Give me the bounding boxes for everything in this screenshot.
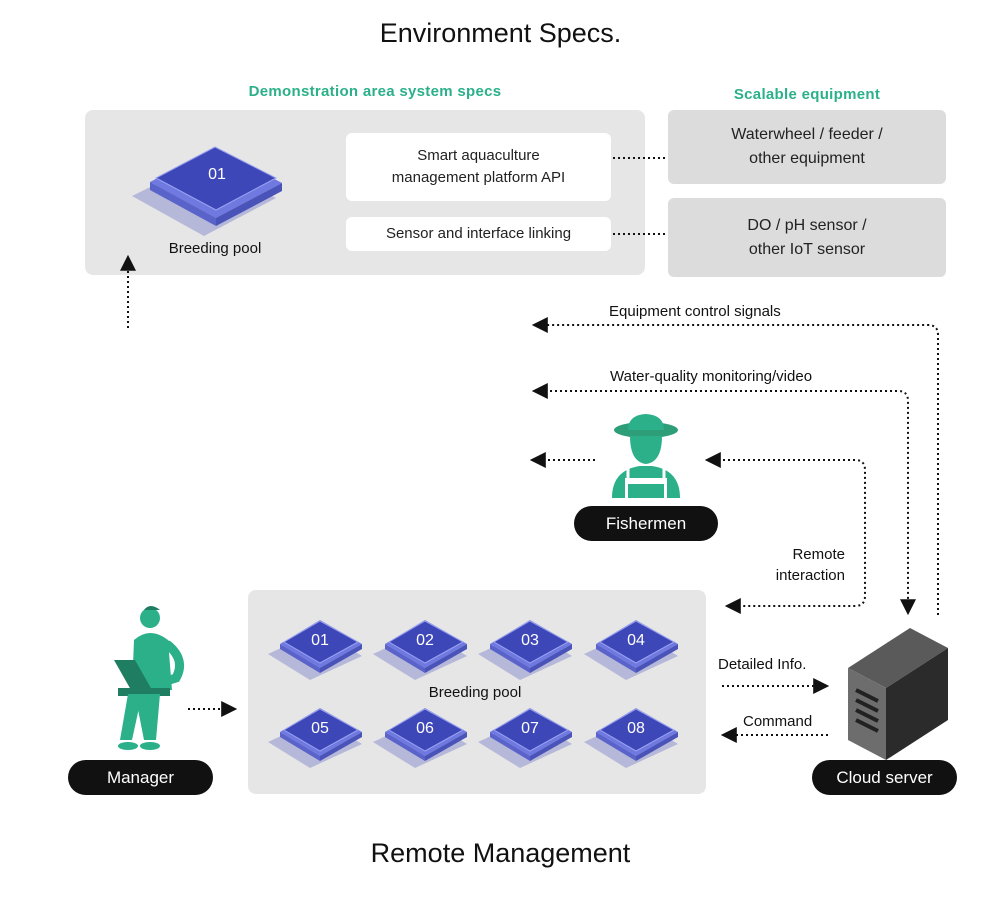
sensor-link-label: Sensor and interface linking	[385, 225, 572, 242]
manager-pill: Manager	[68, 760, 213, 795]
sensor-link-box: Sensor and interface linking	[346, 217, 611, 251]
top-title: Environment Specs.	[379, 18, 622, 48]
bottom-title: Remote Management	[370, 838, 631, 868]
fishermen-pill: Fishermen	[574, 506, 718, 541]
pool-tile-04	[584, 620, 678, 680]
fishermen-figure	[612, 414, 680, 498]
manager-figure	[114, 606, 185, 750]
cloud-server-pill: Cloud server	[812, 760, 957, 795]
sensor-box-line-2: other IoT sensor	[748, 240, 866, 258]
sensor-box: DO / pH sensor / other IoT sensor	[668, 198, 946, 277]
top-pool-label: Breeding pool	[168, 240, 262, 257]
pool-number-01: 01	[311, 632, 329, 649]
pool-tiles	[268, 620, 678, 768]
pool-number-03: 03	[521, 632, 539, 649]
remote-interaction-label: Remote interaction	[740, 544, 845, 586]
remote-interaction-line-2: interaction	[775, 567, 845, 584]
detailed-info-label: Detailed Info.	[718, 656, 807, 673]
pool-number-04: 04	[627, 632, 645, 649]
pool-number-05: 05	[311, 720, 329, 737]
pool-number-06: 06	[416, 720, 434, 737]
command-label: Command	[743, 713, 813, 730]
remote-interaction-line-1: Remote	[792, 546, 845, 563]
pool-tile-07	[478, 708, 572, 768]
pool-tile-03	[478, 620, 572, 680]
scalable-heading: Scalable equipment	[733, 86, 881, 103]
pool-tile-top	[132, 146, 282, 236]
equipment-box-line-1: Waterwheel / feeder /	[731, 126, 883, 143]
pool-number-02: 02	[416, 632, 434, 649]
pool-number-07: 07	[521, 720, 539, 737]
pool-tile-05	[268, 708, 362, 768]
arrow-water-quality	[531, 383, 916, 616]
pools-label: Breeding pool	[428, 684, 522, 701]
pool-tile-02	[373, 620, 467, 680]
arrow-remote-interaction	[704, 452, 866, 614]
pool-tile-06	[373, 708, 467, 768]
pool-number-08: 08	[627, 720, 645, 737]
api-box: Smart aquaculture management platform AP…	[346, 133, 611, 201]
equipment-box: Waterwheel / feeder / other equipment	[668, 110, 946, 184]
pool-tile-01	[268, 620, 362, 680]
api-box-line-1: Smart aquaculture	[417, 147, 540, 164]
sensor-box-line-1: DO / pH sensor /	[747, 216, 867, 234]
equipment-box-line-2: other equipment	[749, 150, 865, 167]
top-pool-number: 01	[208, 166, 226, 183]
demo-area-heading: Demonstration area system specs	[248, 83, 502, 100]
cloud-server-figure	[848, 628, 948, 760]
equipment-control-label: Equipment control signals	[609, 303, 781, 320]
arrow-equipment-control	[531, 317, 939, 615]
pool-tile-08	[584, 708, 678, 768]
api-box-line-2: management platform API	[391, 169, 566, 186]
water-quality-label: Water-quality monitoring/video	[610, 368, 813, 385]
